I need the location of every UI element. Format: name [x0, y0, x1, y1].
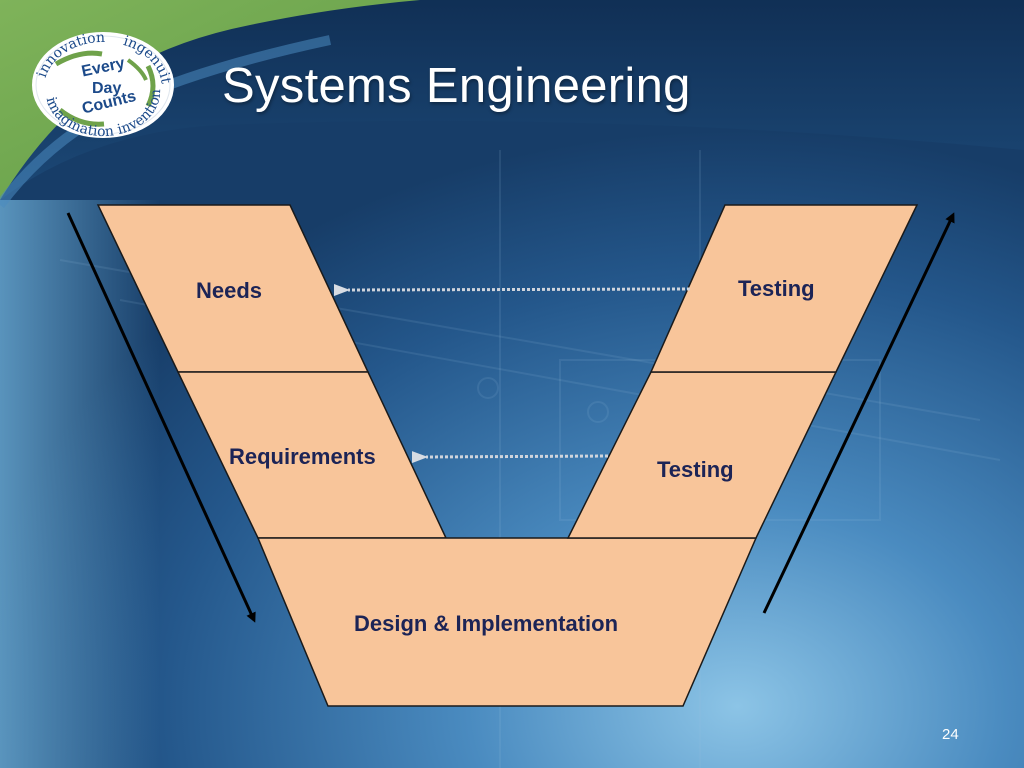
box-testing-upper [649, 204, 919, 373]
testing-lower-label: Testing [657, 457, 734, 482]
needs-label: Needs [196, 278, 262, 303]
logo-day: Day [92, 80, 121, 97]
every-day-counts-logo: innovation ingenuity imagination inventi… [30, 30, 174, 140]
decomposition-arrow [66, 212, 256, 623]
requirements-label: Requirements [229, 444, 376, 469]
design-implementation-label: Design & Implementation [354, 611, 618, 636]
slide-title: Systems Engineering [222, 59, 691, 113]
testing-upper-label: Testing [738, 276, 815, 301]
needs-testing-link-arrow [333, 284, 691, 297]
requirements-testing-link-arrow [411, 451, 609, 464]
integration-arrow [762, 212, 955, 614]
box-testing-lower [566, 371, 838, 539]
page-number: 24 [942, 726, 959, 743]
